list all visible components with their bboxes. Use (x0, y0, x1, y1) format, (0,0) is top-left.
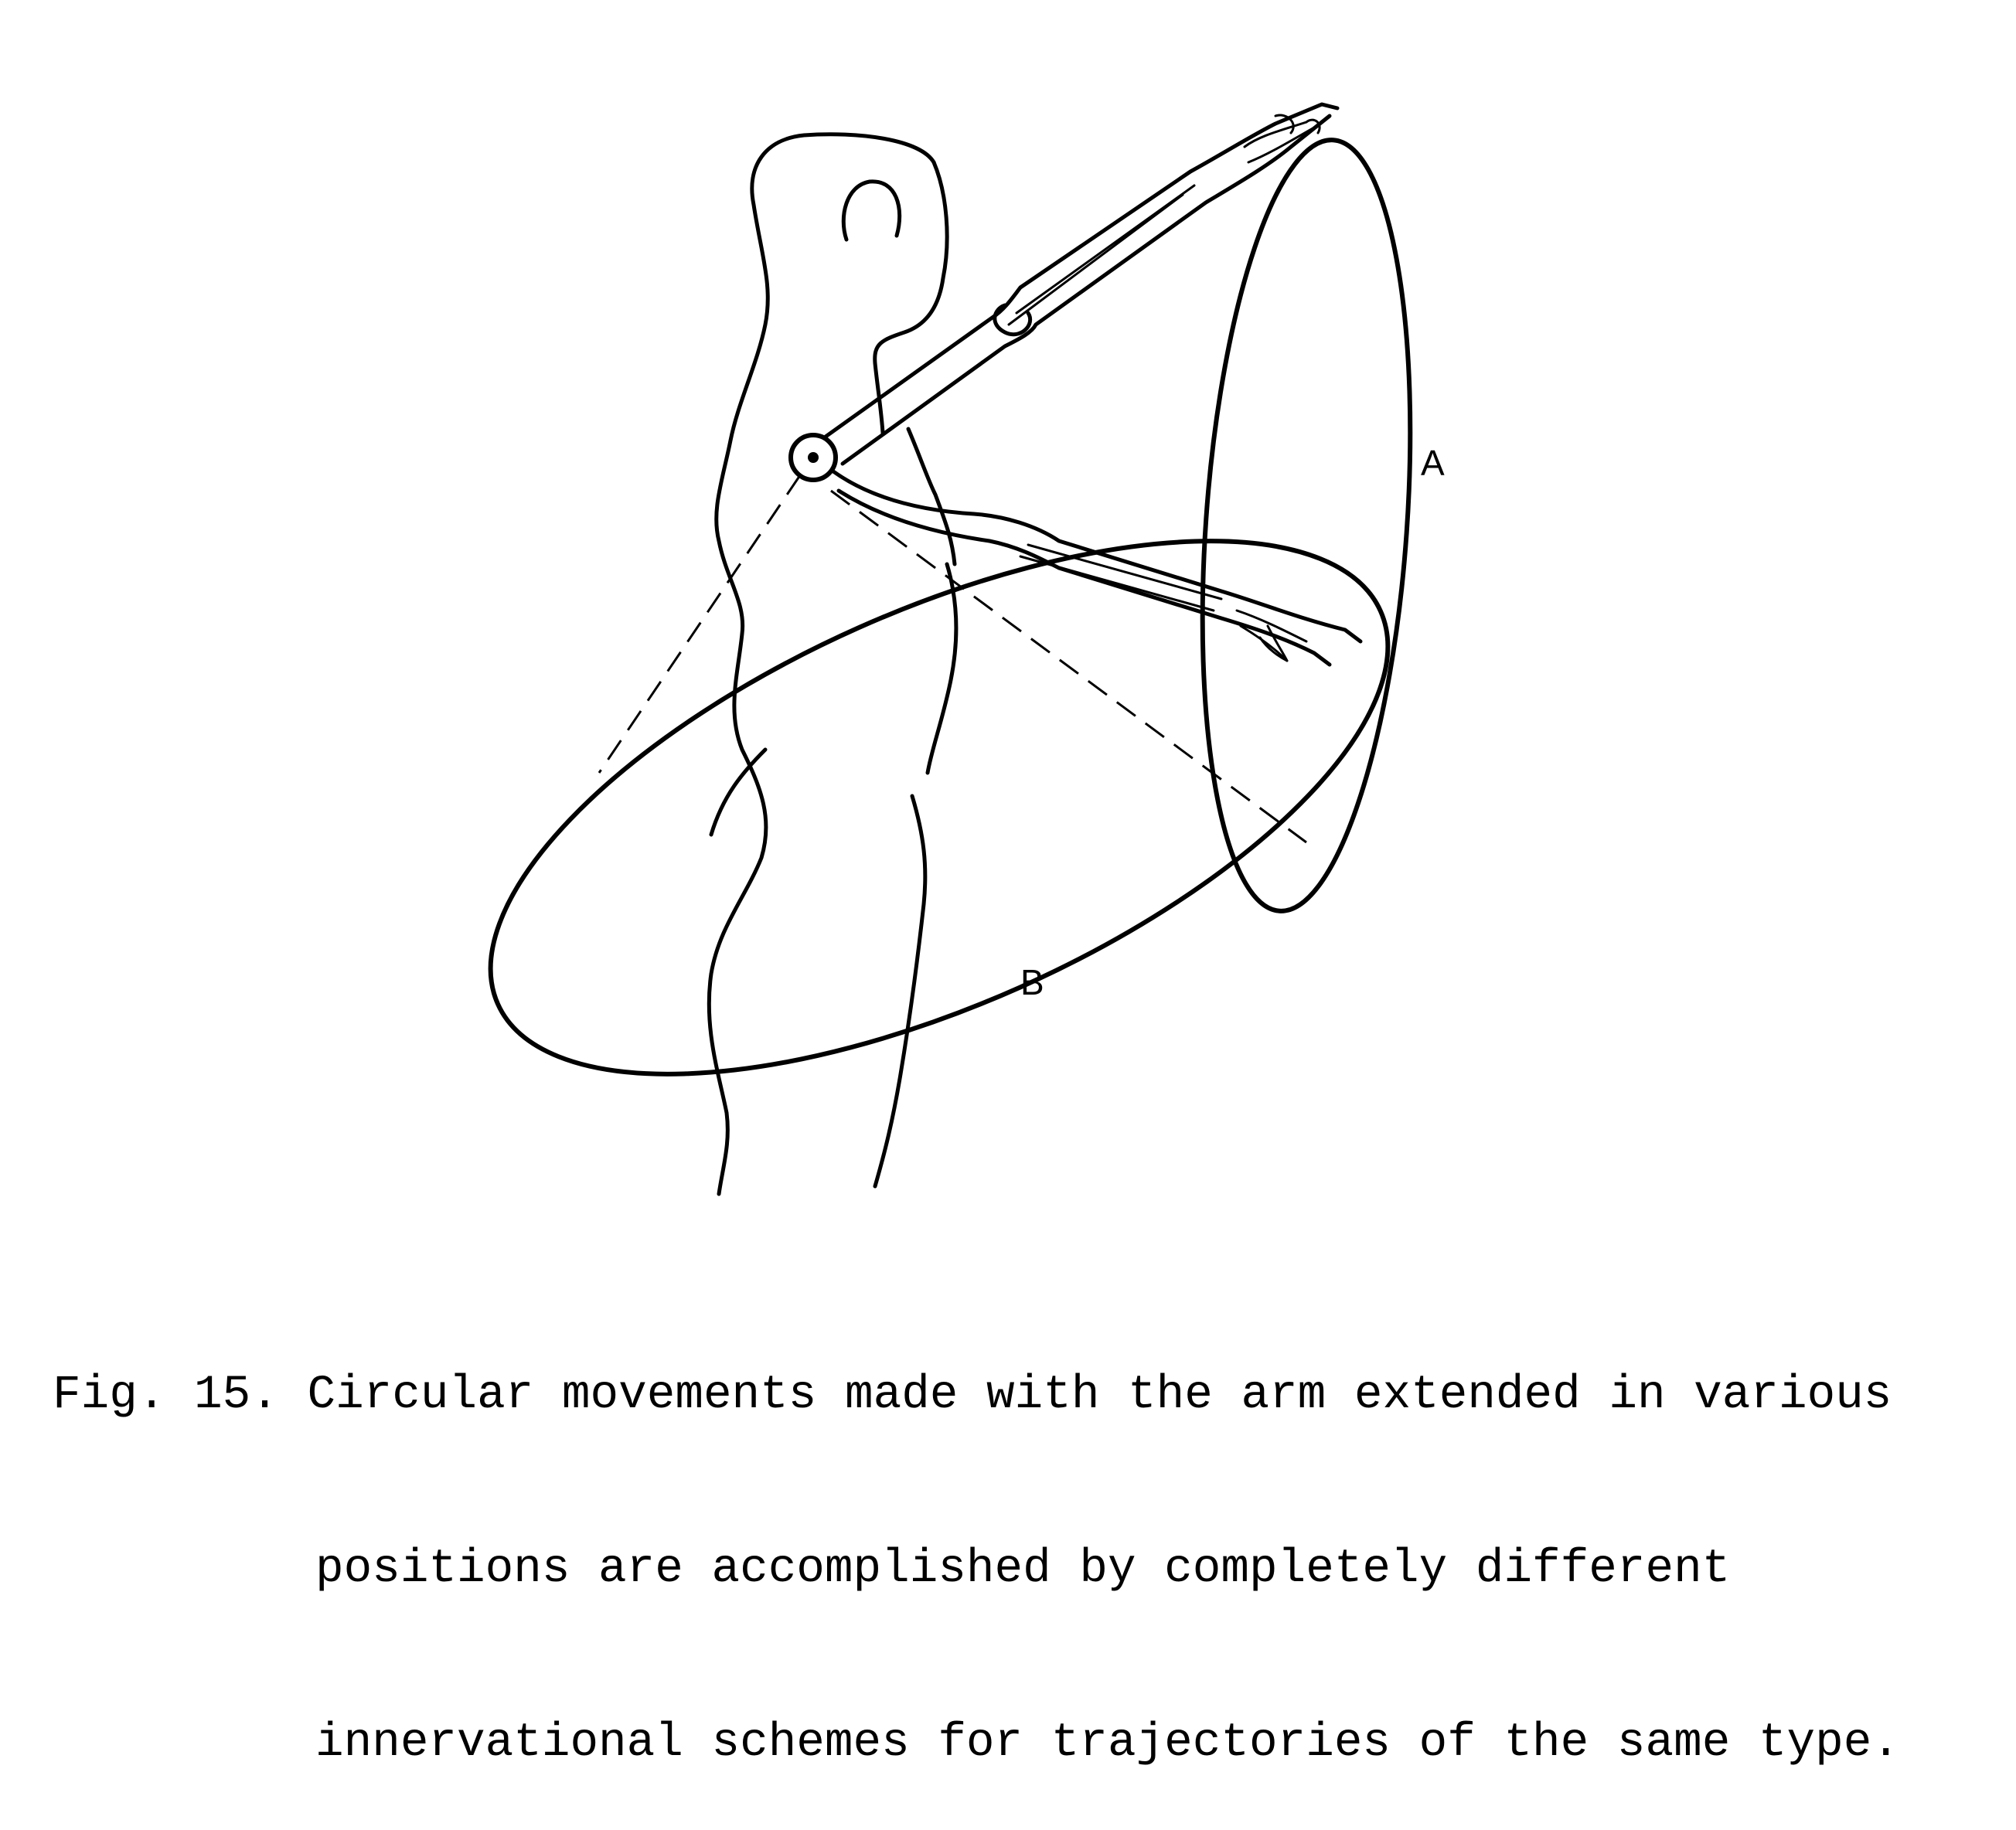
dashed-line-right (830, 489, 1307, 844)
head-back-contour (707, 132, 936, 1196)
human-figure-outline (707, 132, 959, 1196)
dashed-guides (598, 475, 1307, 844)
face-contour (873, 160, 949, 435)
chest-contour (906, 427, 957, 566)
trajectory-ellipse-b (488, 539, 1391, 1077)
shoulder-joint-center (808, 452, 819, 463)
upper-arm-extended (823, 102, 1340, 466)
figure-caption: Fig. 15. Circular movements made with th… (53, 1250, 1900, 1830)
shoulder-joint-marker (788, 433, 838, 482)
caption-line-3: innervational schemes for trajectories o… (315, 1716, 1900, 1770)
label-a: A (1421, 443, 1445, 483)
front-leg-contour (873, 794, 928, 1189)
buttock-contour (709, 747, 768, 837)
caption-line-2: positions are accomplished by completely… (315, 1543, 1731, 1596)
lower-arm-extended (831, 469, 1363, 667)
caption-fig-number: Fig. 15. (53, 1369, 279, 1422)
belly-contour (925, 562, 959, 775)
label-b: B (1020, 962, 1044, 1002)
caption-line-1: Fig. 15. Circular movements made with th… (53, 1366, 1900, 1424)
caption-text-1: Circular movements made with the arm ext… (307, 1369, 1892, 1422)
ear-contour (841, 179, 902, 242)
arm-movement-figure: A B (488, 102, 1445, 1196)
trajectory-ellipse-a (1200, 138, 1413, 913)
dashed-line-left (598, 475, 802, 774)
